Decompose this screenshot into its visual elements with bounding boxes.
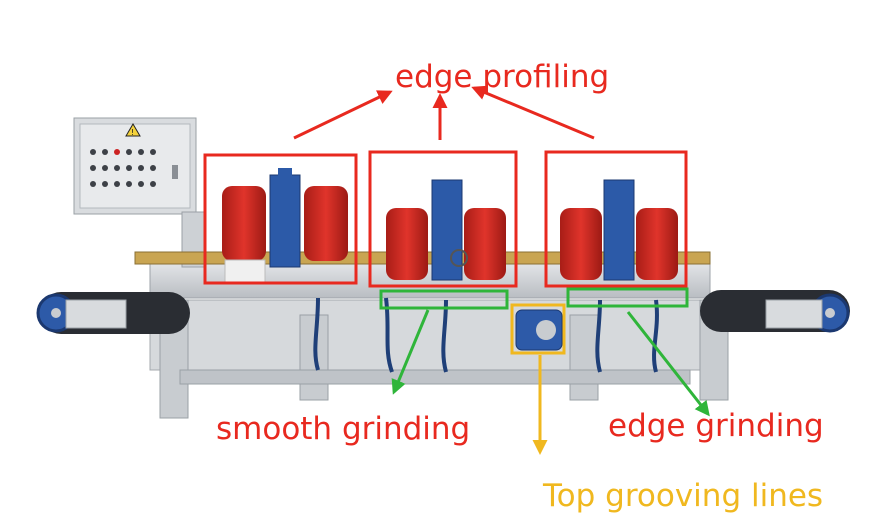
warning-sign-icon: ! [125,123,141,137]
edge-profiling-label: edge profiling [395,59,610,95]
arrow-to-edge-profiling-1 [293,90,393,140]
control-cabinet: ! [73,117,197,215]
edge-grinding-box [566,287,689,308]
motor-unit-2 [386,179,506,281]
arrow-to-edge-profiling-3 [471,85,595,140]
edge-profiling-box-3 [544,150,688,288]
groove-motor [515,309,563,351]
conveyor-right [700,290,850,333]
top-grooving-label: Top grooving lines [543,478,824,514]
motor-unit-3 [560,179,678,281]
edge-profiling-box-1 [203,153,358,285]
arrow-to-edge-grinding [626,311,710,417]
arrow-to-smooth-grinding [391,309,430,395]
coolant-hoses [313,297,659,373]
smooth-grinding-label: smooth grinding [216,411,471,447]
top-grooving-box [510,303,566,355]
svg-text:!: ! [131,128,134,137]
conveyor-left [36,292,190,334]
motor-unit-1 [222,168,348,283]
smooth-grinding-box [379,289,509,310]
edge-grinding-label: edge grinding [608,408,824,444]
edge-profiling-box-2 [368,150,518,288]
